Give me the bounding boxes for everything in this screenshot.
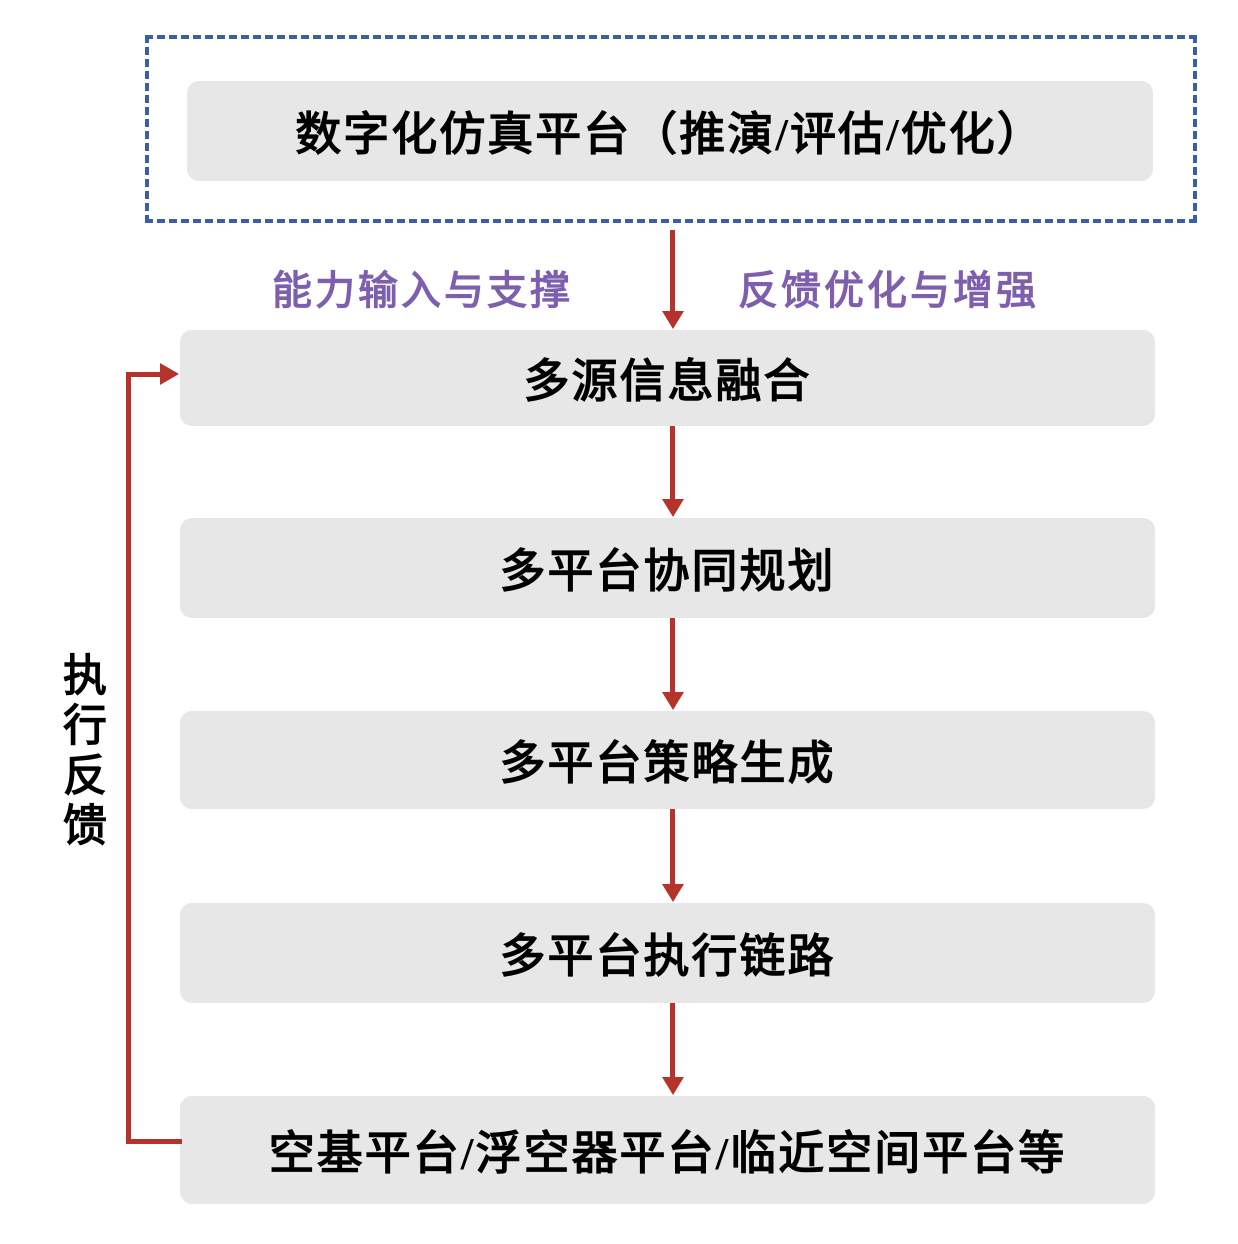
simulation-platform-dashed-container: 数字化仿真平台（推演/评估/优化） <box>145 35 1197 223</box>
edge-label-capability-input: 能力输入与支撑 <box>272 268 573 313</box>
arrow-down-icon <box>670 230 675 312</box>
node-label: 多平台协同规划 <box>499 546 836 597</box>
node-platforms: 空基平台/浮空器平台/临近空间平台等 <box>180 1096 1155 1204</box>
node-simulation-platform-label: 数字化仿真平台（推演/评估/优化） <box>295 109 1045 160</box>
node-label: 空基平台/浮空器平台/临近空间平台等 <box>268 1128 1067 1179</box>
node-multi-platform-strategy: 多平台策略生成 <box>180 711 1155 809</box>
arrow-down-icon <box>670 618 675 693</box>
feedback-line-bottom <box>126 1139 182 1144</box>
edge-label-feedback-optimization: 反馈优化与增强 <box>738 268 1039 313</box>
arrow-down-icon <box>670 426 675 500</box>
feedback-line-top <box>126 372 162 377</box>
feedback-label: 执行反馈 <box>56 652 105 852</box>
node-simulation-platform: 数字化仿真平台（推演/评估/优化） <box>187 81 1153 181</box>
node-label: 多平台策略生成 <box>499 738 836 789</box>
arrow-down-icon <box>670 1003 675 1078</box>
node-multi-source-fusion: 多源信息融合 <box>180 330 1155 426</box>
node-multi-platform-execution: 多平台执行链路 <box>180 903 1155 1003</box>
node-label: 多源信息融合 <box>523 356 812 407</box>
node-label: 多平台执行链路 <box>499 931 836 982</box>
arrow-right-icon <box>160 363 179 385</box>
arrow-down-icon <box>670 809 675 885</box>
node-multi-platform-planning: 多平台协同规划 <box>180 518 1155 618</box>
feedback-line-vertical <box>126 372 131 1144</box>
